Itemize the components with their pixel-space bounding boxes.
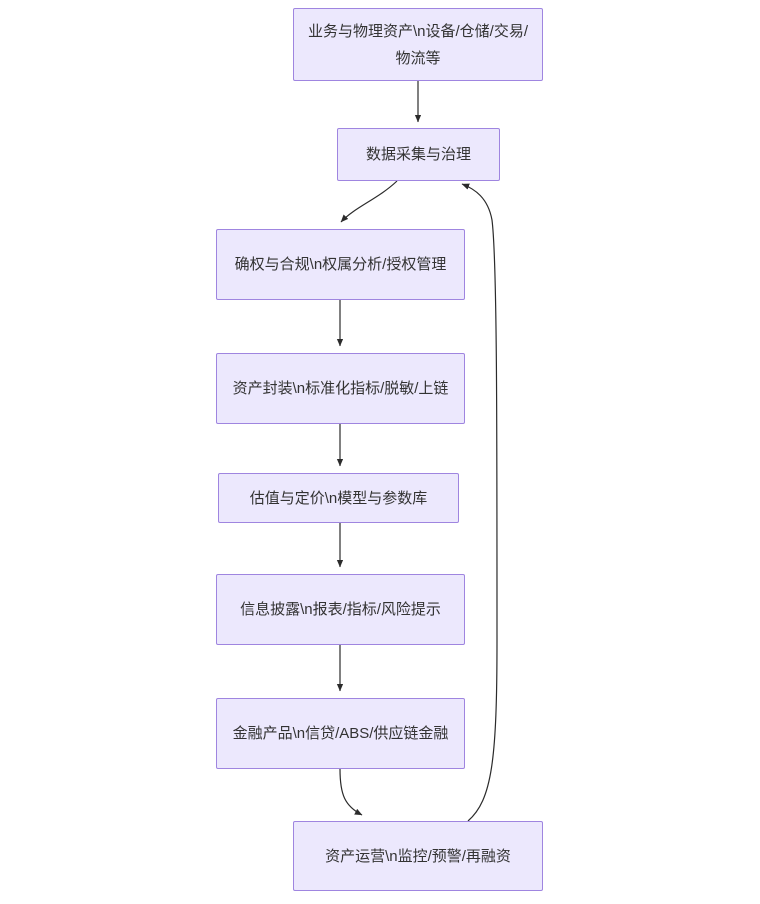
node-asset-operations[interactable]: 资产运营\n监控/预警/再融资: [293, 821, 543, 891]
node-label: 业务与物理资产\n设备/仓储/交易/物流等: [308, 22, 529, 67]
node-label: 信息披露\n报表/指标/风险提示: [240, 601, 441, 618]
edge-n2-n3: [340, 180, 398, 223]
edge-n7-n8: [339, 768, 363, 816]
node-label: 估值与定价\n模型与参数库: [249, 489, 428, 507]
node-label: 资产封装\n标准化指标/脱敏/上链: [232, 380, 449, 397]
node-information-disclosure[interactable]: 信息披露\n报表/指标/风险提示: [216, 574, 465, 645]
node-financial-products[interactable]: 金融产品\n信贷/ABS/供应链金融: [216, 698, 465, 769]
node-valuation-pricing[interactable]: 估值与定价\n模型与参数库: [218, 473, 459, 523]
node-label: 确权与合规\n权属分析/授权管理: [234, 256, 447, 273]
node-business-physical-assets[interactable]: 业务与物理资产\n设备/仓储/交易/物流等: [293, 8, 543, 81]
edge-n8-n2-feedback: [461, 183, 498, 822]
node-rights-confirmation-compliance[interactable]: 确权与合规\n权属分析/授权管理: [216, 229, 465, 300]
node-data-collection-governance[interactable]: 数据采集与治理: [337, 128, 500, 181]
node-asset-packaging[interactable]: 资产封装\n标准化指标/脱敏/上链: [216, 353, 465, 424]
node-label: 资产运营\n监控/预警/再融资: [325, 847, 511, 865]
node-label: 金融产品\n信贷/ABS/供应链金融: [232, 725, 449, 742]
node-label: 数据采集与治理: [365, 146, 471, 163]
